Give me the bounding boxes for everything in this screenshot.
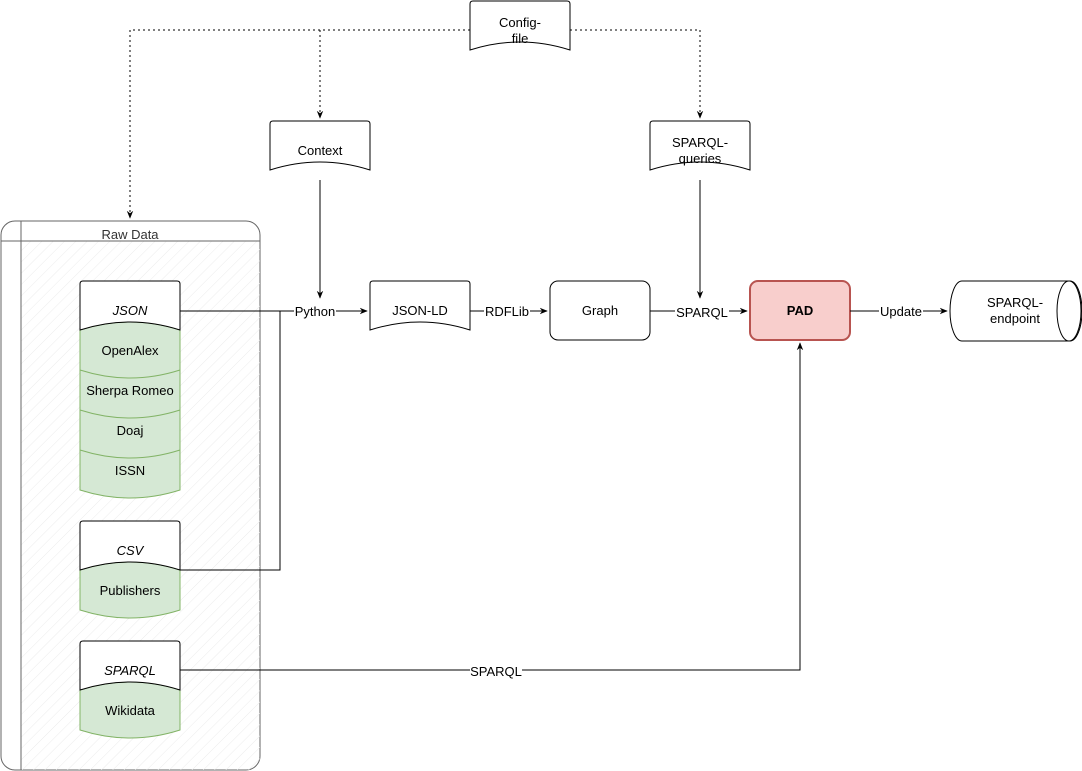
config-to-sparql-queries-edge [570, 29, 704, 119]
json-ld-document[interactable]: JSON-LD [369, 280, 471, 331]
openalex-source[interactable]: OpenAlex [79, 321, 181, 379]
csv-to-python-edge [180, 311, 281, 571]
svg-text:Update: Update [880, 304, 922, 319]
config-file-document[interactable]: Config- file [469, 0, 571, 51]
config-to-raw-data-edge [126, 29, 470, 219]
json-document[interactable]: JSON [79, 280, 181, 331]
config-file-line1: Config- [499, 15, 541, 30]
svg-text:Python: Python [295, 304, 335, 319]
sparql-queries-line2: queries [679, 151, 722, 166]
sparql-endpoint-line2: endpoint [990, 311, 1040, 326]
edge-label-sparql-wikidata-pad: SPARQL [470, 663, 522, 679]
edge-label-update: Update [879, 303, 923, 319]
svg-text:RDFLib: RDFLib [485, 304, 529, 319]
csv-label: CSV [117, 543, 145, 558]
json-label: JSON [112, 303, 148, 318]
issn-label: ISSN [115, 463, 145, 478]
sherpa-romeo-label: Sherpa Romeo [86, 383, 173, 398]
sparql-endpoint-line1: SPARQL- [987, 295, 1043, 310]
publishers-label: Publishers [100, 583, 161, 598]
context-document[interactable]: Context [269, 120, 371, 171]
sparql-doc-label: SPARQL [104, 663, 156, 678]
svg-text:SPARQL: SPARQL [676, 305, 728, 320]
wikidata-label: Wikidata [105, 703, 156, 718]
wikidata-source[interactable]: Wikidata [79, 681, 181, 739]
edge-label-rdflib: RDFLib [484, 303, 530, 319]
sparql-queries-document[interactable]: SPARQL- queries [649, 120, 751, 171]
graph-label: Graph [582, 303, 618, 318]
sparql-endpoint-cylinder[interactable]: SPARQL- endpoint [949, 280, 1082, 342]
edge-label-sparql-graph-pad: SPARQL [675, 305, 729, 321]
graph-node[interactable]: Graph [549, 280, 651, 341]
wikidata-to-pad-edge [180, 342, 804, 671]
openalex-label: OpenAlex [101, 343, 159, 358]
publishers-source[interactable]: Publishers [79, 561, 181, 619]
json-ld-label: JSON-LD [392, 303, 448, 318]
sparql-document[interactable]: SPARQL [79, 640, 181, 691]
csv-document[interactable]: CSV [79, 520, 181, 571]
raw-data-title: Raw Data [101, 227, 159, 242]
config-file-line2: file [512, 31, 529, 46]
edge-label-python: Python [294, 303, 336, 319]
svg-text:SPARQL: SPARQL [470, 664, 522, 679]
pad-label: PAD [787, 303, 813, 318]
doaj-label: Doaj [117, 423, 144, 438]
sparql-queries-line1: SPARQL- [672, 135, 728, 150]
context-label: Context [298, 143, 343, 158]
pad-node[interactable]: PAD [749, 280, 851, 341]
config-connectors [126, 29, 704, 219]
